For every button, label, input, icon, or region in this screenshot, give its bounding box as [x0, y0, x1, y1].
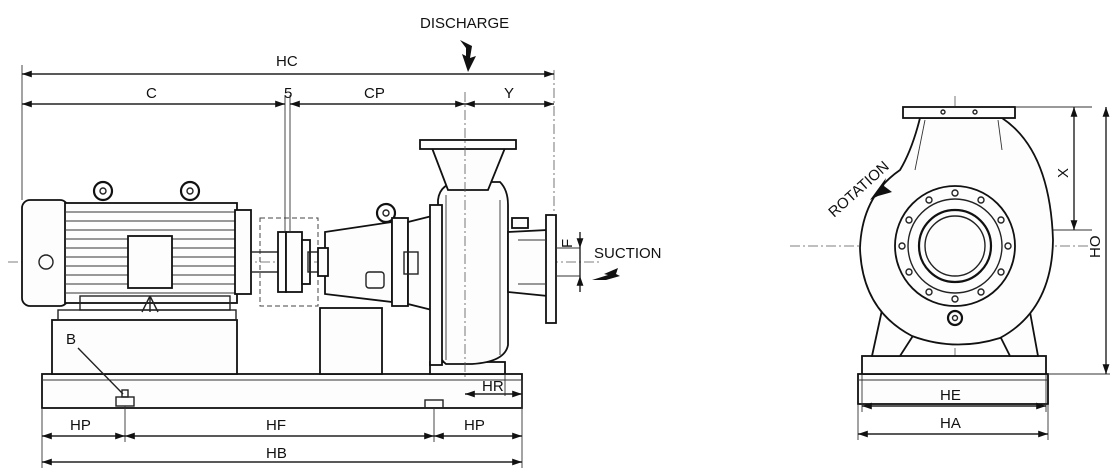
- dim-hb-label: HB: [266, 445, 287, 462]
- dim-c-label: C: [146, 85, 157, 102]
- discharge-arrow-icon: [460, 40, 476, 72]
- dim-f-label: F: [559, 239, 576, 248]
- dim-y-label: Y: [504, 85, 514, 102]
- dim-5-label: 5: [284, 85, 292, 102]
- dim-hc-label: HC: [276, 53, 298, 70]
- dim-hp-left-label: HP: [70, 417, 91, 434]
- dim-hp-right-label: HP: [464, 417, 485, 434]
- base-frame: [41, 307, 523, 409]
- dim-cp-label: CP: [364, 85, 385, 102]
- dim-ha-label: HA: [940, 415, 961, 432]
- suction-arrow-icon: [592, 268, 620, 280]
- dim-hr-label: HR: [482, 378, 504, 395]
- end-view: ROTATION X HO HE HA: [790, 96, 1110, 440]
- dim-b-label: B: [66, 331, 76, 348]
- coupling: [250, 217, 329, 307]
- volute-casing: [419, 139, 557, 366]
- dim-hf-label: HF: [266, 417, 286, 434]
- end-base: [857, 355, 1049, 405]
- suction-flange: [894, 185, 1016, 307]
- suction-label: SUCTION: [594, 245, 662, 262]
- motor: [21, 199, 252, 321]
- bearing-frame: [317, 212, 441, 314]
- dim-he-label: HE: [940, 387, 961, 404]
- rotation-arrow-icon: [870, 178, 892, 200]
- dim-ho-label: HO: [1087, 236, 1104, 259]
- discharge-label: DISCHARGE: [420, 15, 509, 32]
- dim-x-label: X: [1055, 168, 1072, 178]
- side-view: DISCHARGE SUCTION HC C 5 CP Y F B HR HP …: [8, 15, 662, 468]
